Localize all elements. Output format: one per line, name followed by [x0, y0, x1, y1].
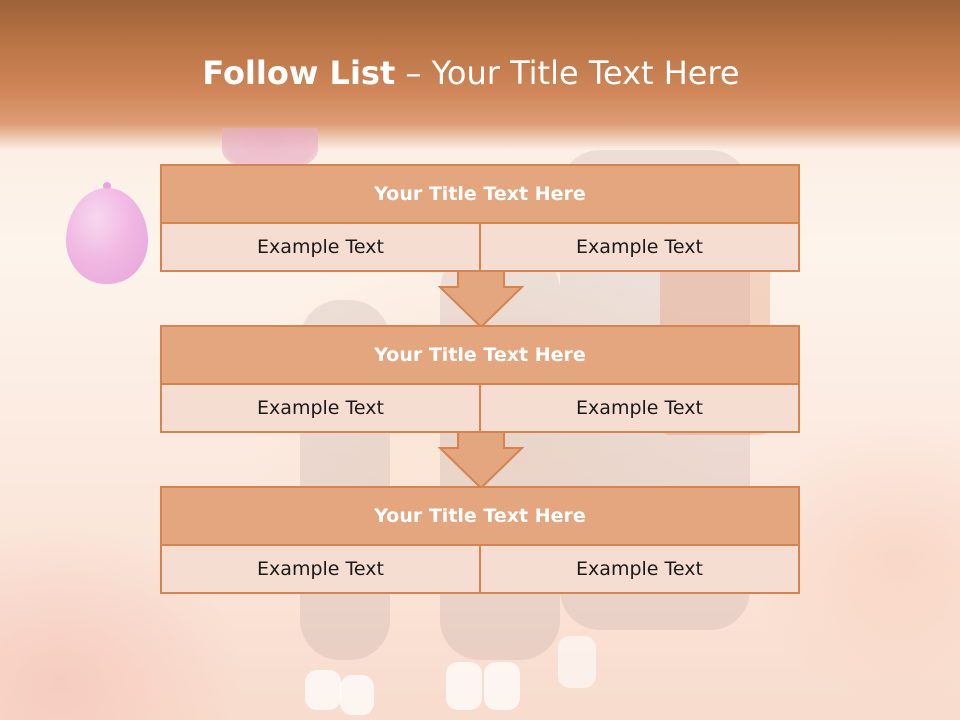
list-box-row: Example Text Example Text — [162, 546, 798, 592]
down-arrow-icon — [438, 271, 524, 327]
balloon-icon — [66, 188, 148, 284]
list-box-title: Your Title Text Here — [162, 327, 798, 385]
list-box: Your Title Text Here Example Text Exampl… — [160, 486, 800, 594]
title-band — [0, 0, 960, 150]
slide-title-bold: Follow List — [202, 54, 396, 92]
list-box-row: Example Text Example Text — [162, 385, 798, 431]
list-box-cell-right: Example Text — [479, 224, 798, 270]
list-box-cell-right: Example Text — [479, 546, 798, 592]
list-box-cell-right: Example Text — [479, 385, 798, 431]
slide-title-rest: – Your Title Text Here — [395, 54, 740, 92]
list-box-cell-left: Example Text — [162, 546, 479, 592]
background-shoe — [558, 636, 596, 688]
list-box-title: Your Title Text Here — [162, 166, 798, 224]
list-box-cell-left: Example Text — [162, 385, 479, 431]
background-shoe — [340, 675, 374, 715]
list-box-title: Your Title Text Here — [162, 488, 798, 546]
background-shoe — [305, 670, 341, 710]
list-box: Your Title Text Here Example Text Exampl… — [160, 164, 800, 272]
list-box-row: Example Text Example Text — [162, 224, 798, 270]
down-arrow-icon — [438, 432, 524, 488]
background-shoe — [484, 662, 520, 710]
background-shoe — [446, 662, 482, 710]
list-box: Your Title Text Here Example Text Exampl… — [160, 325, 800, 433]
list-box-cell-left: Example Text — [162, 224, 479, 270]
slide-title: Follow List – Your Title Text Here — [0, 54, 942, 92]
balloon-knot — [103, 182, 111, 190]
